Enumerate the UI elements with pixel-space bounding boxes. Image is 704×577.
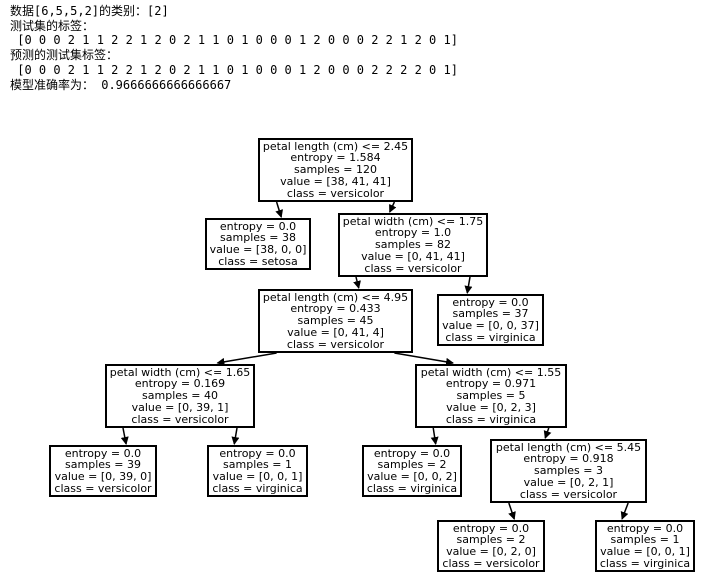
tree-node-line: value = [0, 2, 0] — [446, 545, 536, 558]
tree-node-line: value = [0, 0, 2] — [367, 470, 457, 483]
tree-node-line: class = setosa — [218, 254, 298, 268]
tree-node-line: value = [0, 2, 1] — [523, 475, 614, 489]
tree-node-line: petal length (cm) <= 2.45 — [262, 139, 409, 153]
tree-node-line: entropy = 0.971 — [445, 377, 537, 391]
console-line: 模型准确率为： 0.9666666666666667 — [10, 77, 232, 92]
tree-node-line: petal width (cm) <= 1.55 — [420, 365, 562, 379]
tree-node-line: class = virginica — [445, 412, 537, 426]
tree-node-line: entropy = 0.169 — [134, 377, 226, 391]
console-line: 预测的测试集标签： — [10, 48, 119, 63]
tree-node-line: class = virginica — [366, 481, 458, 495]
tree-node-line: class = virginica — [599, 556, 691, 570]
tree-node-line: class = versicolor — [364, 261, 462, 275]
tree-node-line: class = versicolor — [131, 412, 229, 426]
tree-node-line: samples = 82 — [375, 238, 451, 252]
tree-node-line: value = [0, 0, 1] — [212, 470, 303, 483]
tree-node-line: samples = 120 — [294, 163, 377, 177]
tree-edge-arrow — [508, 502, 516, 520]
tree-node-line: petal length (cm) <= 5.45 — [495, 440, 642, 454]
tree-node-line: petal length (cm) <= 4.95 — [262, 290, 409, 304]
tree-node-line: entropy = 0.433 — [290, 302, 381, 316]
tree-node-line: entropy = 0.0 — [219, 446, 296, 460]
tree-edge-arrow — [216, 352, 277, 366]
tree-node-line: class = versicolor — [286, 337, 385, 351]
tree-node-line: entropy = 0.0 — [219, 219, 297, 233]
tree-node-line: petal width (cm) <= 1.75 — [342, 214, 484, 228]
tree-node-line: value = [38, 41, 41] — [280, 174, 391, 188]
tree-node-line: value = [0, 39, 0] — [54, 470, 152, 483]
tree-edge-arrow — [464, 276, 473, 294]
tree-node-line: samples = 38 — [220, 231, 296, 245]
tree-node-line: samples = 1 — [223, 458, 292, 472]
tree-edge-arrow — [275, 201, 283, 218]
console-line: [0 0 0 2 1 1 2 2 1 2 0 2 1 1 0 1 0 0 0 1… — [10, 62, 458, 77]
tree-node-line: samples = 3 — [534, 464, 603, 478]
tree-node-line: value = [0, 39, 1] — [131, 400, 229, 414]
tree-edge-arrow — [231, 427, 240, 445]
tree-node-line: samples = 37 — [452, 307, 529, 321]
tree-node-line: samples = 2 — [377, 458, 447, 472]
tree-node-line: entropy = 0.0 — [606, 521, 684, 535]
tree-node-line: class = versicolor — [54, 481, 152, 495]
tree-node-line: petal width (cm) <= 1.65 — [109, 365, 251, 379]
tree-node-line: entropy = 0.918 — [523, 452, 614, 466]
tree-edge-arrow — [430, 427, 439, 445]
tree-node-line: class = versicolor — [519, 487, 618, 501]
tree-node-line: entropy = 1.584 — [290, 151, 381, 165]
tree-node-line: samples = 40 — [142, 389, 218, 403]
console-output: 数据[6,5,5,2]的类别：[2]测试集的标签： [0 0 0 2 1 1 2… — [10, 4, 458, 92]
tree-node-line: samples = 1 — [610, 533, 680, 547]
tree-node-line: class = versicolor — [286, 186, 385, 200]
tree-node-line: entropy = 0.0 — [64, 446, 142, 460]
tree-node-line: value = [0, 41, 4] — [287, 325, 384, 339]
console-line: [0 0 0 2 1 1 2 2 1 2 0 2 1 1 0 1 0 0 0 1… — [10, 33, 458, 48]
tree-node-line: samples = 45 — [297, 314, 374, 328]
tree-node-line: value = [38, 0, 0] — [209, 243, 307, 256]
tree-node-line: value = [0, 2, 3] — [446, 400, 536, 414]
tree-node-line: value = [0, 0, 1] — [600, 545, 690, 558]
tree-node-line: entropy = 0.0 — [452, 295, 529, 309]
tree-edge-arrow — [543, 427, 552, 439]
console-line: 测试集的标签： — [10, 18, 95, 33]
tree-node-line: samples = 2 — [456, 533, 526, 547]
tree-node-line: samples = 5 — [456, 389, 526, 403]
tree-node-line: entropy = 1.0 — [374, 226, 452, 240]
tree-edge-arrow — [353, 276, 361, 289]
tree-edge-arrow — [389, 201, 397, 213]
tree-node-line: class = virginica — [445, 330, 536, 344]
tree-node-line: value = [0, 0, 37] — [442, 319, 539, 332]
tree-node-line: entropy = 0.0 — [452, 521, 530, 535]
tree-edge-arrow — [620, 502, 629, 520]
tree-node-line: class = versicolor — [442, 556, 540, 570]
tree-node-line: samples = 39 — [65, 458, 141, 472]
tree-node-line: class = virginica — [212, 481, 303, 495]
tree-edge-arrow — [394, 352, 454, 366]
tree-node-line: entropy = 0.0 — [373, 446, 451, 460]
console-line: 数据[6,5,5,2]的类别：[2] — [10, 4, 169, 18]
tree-edge-arrow — [120, 427, 129, 445]
tree-node-line: value = [0, 41, 41] — [361, 249, 465, 263]
